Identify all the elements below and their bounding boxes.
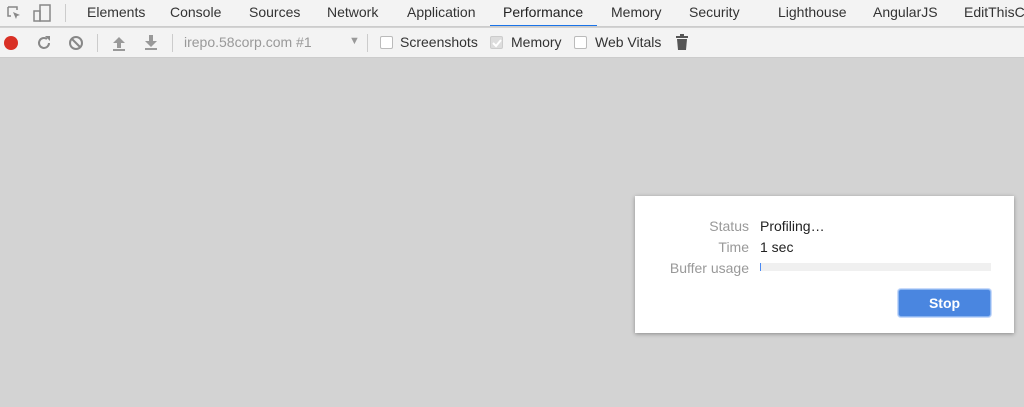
buffer-usage-fill — [760, 263, 762, 271]
time-value: 1 sec — [760, 239, 794, 255]
tab-memory[interactable]: Memory — [611, 4, 662, 20]
stop-button[interactable]: Stop — [898, 289, 991, 317]
upload-profile-icon[interactable] — [111, 35, 127, 51]
active-tab-indicator — [490, 25, 597, 26]
divider — [65, 4, 66, 22]
status-label: Status — [709, 218, 749, 234]
tab-angularjs[interactable]: AngularJS — [873, 4, 938, 20]
trash-icon[interactable] — [676, 34, 688, 50]
reload-record-icon[interactable] — [36, 35, 52, 51]
screenshots-checkbox[interactable] — [380, 36, 393, 49]
devtools-tab-bar: Elements Console Sources Network Applica… — [0, 0, 1024, 27]
time-label: Time — [718, 239, 749, 255]
buffer-usage-label: Buffer usage — [669, 260, 749, 276]
record-button[interactable] — [3, 35, 19, 51]
download-profile-icon[interactable] — [143, 34, 159, 50]
divider — [367, 34, 368, 52]
tab-console[interactable]: Console — [170, 4, 222, 20]
tab-application[interactable]: Application — [407, 4, 476, 20]
tab-elements[interactable]: Elements — [87, 4, 146, 20]
tab-security[interactable]: Security — [689, 4, 740, 20]
tab-lighthouse[interactable]: Lighthouse — [778, 4, 847, 20]
divider — [97, 34, 98, 52]
memory-checkbox[interactable] — [490, 36, 503, 49]
device-toolbar-icon[interactable] — [32, 4, 52, 22]
clear-icon[interactable] — [68, 35, 84, 51]
profiling-status-dialog: Status Profiling… Time 1 sec Buffer usag… — [635, 196, 1014, 333]
buffer-usage-bar — [760, 263, 991, 271]
tab-editthiscookie[interactable]: EditThisC — [964, 4, 1024, 20]
screenshots-label[interactable]: Screenshots — [400, 34, 478, 50]
tab-performance[interactable]: Performance — [503, 4, 584, 20]
profile-target-select[interactable]: irepo.58corp.com #1 — [184, 34, 312, 50]
performance-toolbar — [0, 28, 1024, 58]
tab-sources[interactable]: Sources — [249, 4, 301, 20]
tab-network[interactable]: Network — [327, 4, 379, 20]
status-value: Profiling… — [760, 218, 825, 234]
web-vitals-label[interactable]: Web Vitals — [595, 34, 662, 50]
divider — [172, 34, 173, 52]
inspect-element-icon[interactable] — [6, 5, 22, 21]
chevron-down-icon[interactable]: ▼ — [349, 35, 360, 47]
memory-label[interactable]: Memory — [511, 34, 562, 50]
web-vitals-checkbox[interactable] — [574, 36, 587, 49]
